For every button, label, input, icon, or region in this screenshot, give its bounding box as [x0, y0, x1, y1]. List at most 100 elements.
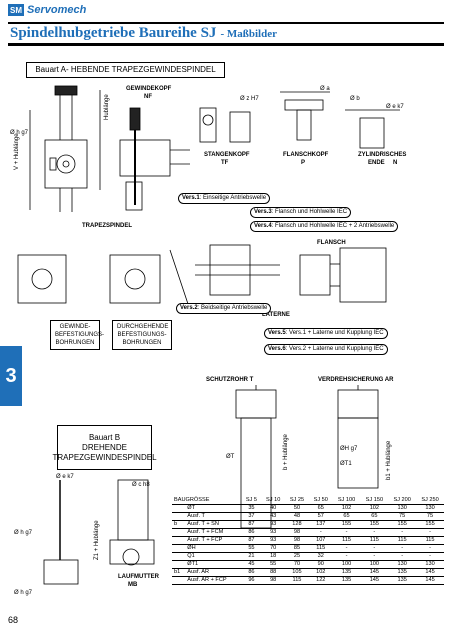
table-cell: 115: [360, 536, 389, 545]
table-cell: 155: [416, 520, 444, 529]
flange-head: [284, 99, 324, 111]
table-cell: 75: [416, 512, 444, 521]
table-cell: 70: [285, 560, 309, 569]
table-cell: 65: [308, 504, 333, 513]
table-cell: 35: [241, 504, 262, 513]
label-laufmutter: LAUFMUTTER: [118, 574, 159, 580]
table-header: SJ 10: [261, 497, 286, 505]
rod-end: [199, 107, 217, 143]
table-cell: -: [416, 544, 444, 553]
table-cell: 75: [388, 512, 417, 521]
gearbox-bore: [56, 154, 76, 174]
table-cell-label: Ausf. T + FCM: [185, 528, 242, 537]
label-ende: ENDE: [368, 160, 385, 166]
table-cell: 65: [360, 512, 389, 521]
table-cell-group: [172, 528, 186, 537]
table-cell: 86: [241, 528, 262, 537]
table-cell: -: [308, 528, 333, 537]
table-cell: 93: [261, 536, 286, 545]
page-number: 68: [8, 615, 19, 625]
table-cell-label: Ausf. AR: [185, 568, 242, 577]
table-cell: -: [416, 528, 444, 537]
label-v-hublaenge: V + Hublänge: [14, 133, 20, 170]
table-cell-label: ØT: [185, 504, 242, 513]
table-cell: -: [360, 544, 389, 553]
table-cell: -: [388, 552, 417, 561]
table-cell: 93: [261, 520, 286, 529]
table-header-row: BAUGRÖSSE SJ 5 SJ 10 SJ 25 SJ 50 SJ 100 …: [172, 497, 444, 505]
table-cell-label: Ausf. T + SN: [185, 520, 242, 529]
table-header: BAUGRÖSSE: [172, 497, 242, 505]
table-cell-label: Ausf. T: [185, 512, 242, 521]
table-cell: 86: [241, 568, 262, 577]
table-cell: 115: [285, 576, 309, 585]
label-laterne: LATERNE: [262, 312, 290, 318]
table-cell: 115: [332, 536, 361, 545]
label-ot: ØT: [226, 454, 235, 460]
table-cell: 105: [285, 568, 309, 577]
label-oh-g7: Ø h g7: [10, 130, 29, 136]
table-cell: 155: [332, 520, 361, 529]
table-cell: 135: [388, 576, 417, 585]
table-cell: -: [332, 528, 361, 537]
pill-vers5: Vers.5: Vers.1 + Laterne und Kupplung IE…: [264, 328, 388, 339]
mounting-view-threaded: [17, 254, 67, 304]
table-cell: 145: [416, 568, 444, 577]
table-cell: 48: [285, 512, 309, 521]
table-cell: 55: [261, 560, 286, 569]
table-cell: 115: [308, 544, 333, 553]
spec-table: BAUGRÖSSE SJ 5 SJ 10 SJ 25 SJ 50 SJ 100 …: [172, 497, 444, 585]
label-oe-k7: Ø e k7: [56, 474, 74, 480]
table-cell: 145: [360, 568, 389, 577]
table-cell: 85: [285, 544, 309, 553]
table-cell: 57: [308, 512, 333, 521]
label-b1-hublaenge: b1 + Hublänge: [386, 440, 392, 480]
label-mb: MB: [128, 582, 138, 588]
brand-mark: SM: [8, 4, 24, 16]
label-nf: NF: [144, 94, 152, 100]
table-header: SJ 50: [308, 497, 333, 505]
table-cell: 115: [388, 536, 417, 545]
label-zi-hublaenge: Z1 + Hublänge: [94, 520, 100, 560]
thread-head: [129, 107, 141, 131]
table-cell-label: Q1: [185, 552, 242, 561]
label-oh-g7-b: ØH g7: [340, 446, 358, 452]
table-cell: 145: [416, 576, 444, 585]
table-cell-group: [172, 576, 186, 585]
table-cell: 32: [308, 552, 333, 561]
mounting-view-through: [109, 254, 161, 304]
table-cell: 130: [388, 560, 417, 569]
dimension-table: BAUGRÖSSE SJ 5 SJ 10 SJ 25 SJ 50 SJ 100 …: [172, 497, 444, 585]
spindle-head: [54, 85, 78, 96]
label-oh-g7-b2: Ø h g7: [14, 530, 33, 536]
table-cell: 130: [416, 560, 444, 569]
table-cell: 145: [360, 576, 389, 585]
table-cell: 18: [261, 552, 286, 561]
table-cell: 107: [308, 536, 333, 545]
table-cell: 122: [308, 576, 333, 585]
table-cell: -: [360, 528, 389, 537]
page-subtitle: - Maßbilder: [220, 27, 277, 40]
label-gewinde-bohrungen: GEWINDE-BEFESTIGUNGS-BOHRUNGEN: [50, 320, 104, 350]
label-ot1: ØT1: [340, 461, 352, 467]
table-cell-group: [172, 560, 186, 569]
table-cell: 102: [308, 568, 333, 577]
pill-vers4: Vers.4: Flansch und Hohlwelle IEC + 2 An…: [250, 221, 399, 232]
cylindrical-end: [359, 117, 385, 149]
table-cell: 155: [360, 520, 389, 529]
table-cell: -: [332, 544, 361, 553]
title-bar: Spindelhubgetriebe Baureihe SJ - Maßbild…: [8, 22, 444, 46]
table-cell: 102: [332, 504, 361, 513]
label-flanschkopf: FLANSCHKOPF: [283, 152, 329, 158]
label-oa: Ø a: [320, 86, 330, 92]
table-cell: 130: [388, 504, 417, 513]
table-cell: 43: [261, 512, 286, 521]
label-p: P: [301, 160, 306, 166]
